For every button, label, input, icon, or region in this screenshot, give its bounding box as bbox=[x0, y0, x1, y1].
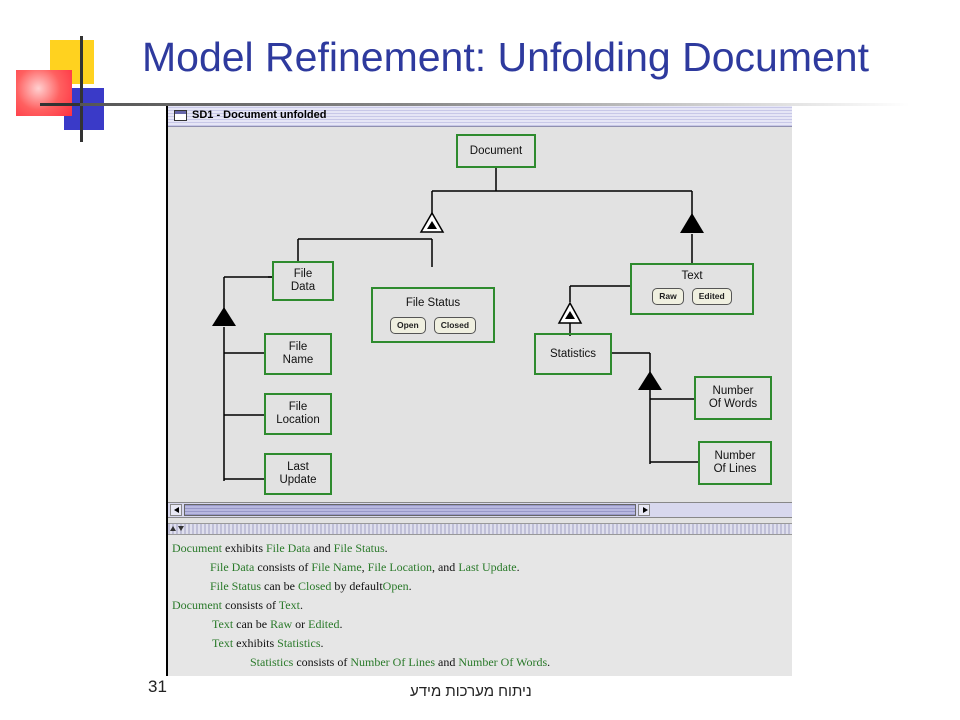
opl-term[interactable]: File Data bbox=[266, 541, 311, 555]
object-number-of-lines[interactable]: Number Of Lines bbox=[698, 441, 772, 485]
pane-splitter[interactable] bbox=[168, 523, 792, 535]
object-last-update[interactable]: Last Update bbox=[264, 453, 332, 495]
diagram-canvas[interactable]: Document File Data File Status Open Clos… bbox=[168, 127, 792, 502]
opl-term[interactable]: Closed bbox=[298, 579, 332, 593]
opl-word: . bbox=[339, 617, 343, 631]
window-titlebar[interactable]: SD1 - Document unfolded bbox=[168, 106, 792, 127]
opl-term[interactable]: File Name bbox=[311, 560, 362, 574]
opl-term[interactable]: Document bbox=[172, 541, 222, 555]
opl-word: and bbox=[435, 655, 459, 669]
opl-term[interactable]: Document bbox=[172, 598, 222, 612]
opl-word: consists of bbox=[222, 598, 279, 612]
opl-line: Text exhibits Statistics. bbox=[212, 634, 324, 652]
opl-word: , bbox=[361, 560, 368, 574]
opl-word: . bbox=[320, 636, 324, 650]
opl-line: Document consists of Text. bbox=[172, 596, 303, 614]
footer-text: ניתוח מערכות מידע bbox=[410, 683, 532, 700]
opl-text-pane: Document exhibits File Data and File Sta… bbox=[168, 535, 792, 676]
scroll-left-arrow-icon[interactable] bbox=[170, 504, 182, 516]
opl-word: by default bbox=[331, 579, 383, 593]
opl-term[interactable]: Statistics bbox=[277, 636, 321, 650]
opl-term[interactable]: Raw bbox=[270, 617, 293, 631]
object-file-name-label: File Name bbox=[282, 341, 314, 366]
object-text-label: Text bbox=[681, 270, 703, 282]
state-open[interactable]: Open bbox=[389, 317, 426, 334]
opl-line: File Data consists of File Name, File Lo… bbox=[210, 558, 520, 576]
opl-word: can be bbox=[261, 579, 298, 593]
state-closed[interactable]: Closed bbox=[433, 317, 477, 334]
page-number: 31 bbox=[148, 677, 167, 696]
exhibition-symbol-text bbox=[557, 301, 583, 324]
opl-line: Text can be Raw or Edited. bbox=[212, 615, 342, 633]
object-number-of-words[interactable]: Number Of Words bbox=[694, 376, 772, 420]
opl-term[interactable]: Text bbox=[212, 636, 234, 650]
diagram-links bbox=[212, 167, 704, 481]
aggregation-symbol-file-data bbox=[212, 307, 236, 326]
opl-term[interactable]: File Status bbox=[333, 541, 385, 555]
object-number-of-words-label: Number Of Words bbox=[708, 385, 758, 410]
object-text[interactable]: Text Raw Edited bbox=[630, 263, 754, 315]
corner-decoration-line-h bbox=[40, 103, 100, 106]
object-statistics[interactable]: Statistics bbox=[534, 333, 612, 375]
opl-word: consists of bbox=[254, 560, 312, 574]
aggregation-symbol-document bbox=[680, 213, 704, 233]
opl-term[interactable]: Number Of Words bbox=[458, 655, 548, 669]
object-document[interactable]: Document bbox=[456, 134, 536, 168]
opl-term[interactable]: Last Update bbox=[458, 560, 517, 574]
opl-word: can be bbox=[233, 617, 271, 631]
object-document-label: Document bbox=[469, 144, 523, 157]
object-file-location-label: File Location bbox=[276, 401, 320, 426]
opl-word: consists of bbox=[293, 655, 351, 669]
opl-word: or bbox=[292, 617, 309, 631]
object-number-of-lines-label: Number Of Lines bbox=[713, 450, 757, 475]
state-edited[interactable]: Edited bbox=[691, 288, 732, 305]
scroll-right-arrow-icon[interactable] bbox=[638, 504, 650, 516]
corner-decoration-line-v bbox=[80, 36, 83, 142]
title-rule bbox=[80, 103, 910, 106]
opl-term[interactable]: File Location bbox=[367, 560, 432, 574]
window-title: SD1 - Document unfolded bbox=[192, 109, 327, 121]
opl-word: , and bbox=[431, 560, 459, 574]
object-file-name[interactable]: File Name bbox=[264, 333, 332, 375]
state-raw[interactable]: Raw bbox=[652, 288, 684, 305]
opl-term[interactable]: File Data bbox=[210, 560, 255, 574]
opl-term[interactable]: Open bbox=[382, 579, 409, 593]
object-statistics-label: Statistics bbox=[549, 347, 596, 360]
exhibition-symbol-document bbox=[419, 211, 445, 233]
opl-term[interactable]: Number Of Lines bbox=[350, 655, 435, 669]
opl-term[interactable]: Text bbox=[212, 617, 234, 631]
splitter-down-arrow-icon[interactable] bbox=[178, 526, 184, 531]
opl-word: . bbox=[408, 579, 412, 593]
scrollbar-thumb[interactable] bbox=[184, 504, 636, 516]
opl-word: exhibits bbox=[233, 636, 278, 650]
opl-word: and bbox=[310, 541, 334, 555]
slide-title: Model Refinement: Unfolding Document bbox=[142, 34, 869, 80]
object-file-location[interactable]: File Location bbox=[264, 393, 332, 435]
object-file-data-label: File Data bbox=[290, 268, 316, 293]
window-menu-icon[interactable] bbox=[174, 110, 187, 121]
object-last-update-label: Last Update bbox=[279, 461, 317, 486]
object-file-status[interactable]: File Status Open Closed bbox=[371, 287, 495, 343]
object-file-status-label: File Status bbox=[405, 297, 461, 309]
opl-word: . bbox=[299, 598, 303, 612]
splitter-up-arrow-icon[interactable] bbox=[170, 526, 176, 531]
object-file-data[interactable]: File Data bbox=[272, 261, 334, 301]
opl-term[interactable]: Statistics bbox=[250, 655, 294, 669]
opl-term[interactable]: Text bbox=[278, 598, 300, 612]
opl-word: exhibits bbox=[222, 541, 266, 555]
diagram-window: SD1 - Document unfolded bbox=[166, 106, 792, 676]
opl-word: . bbox=[516, 560, 520, 574]
corner-decoration-red bbox=[16, 70, 72, 116]
opl-term[interactable]: File Status bbox=[210, 579, 262, 593]
opl-line: File Status can be Closed by defaultOpen… bbox=[210, 577, 412, 595]
aggregation-symbol-statistics bbox=[638, 371, 662, 390]
horizontal-scrollbar[interactable] bbox=[168, 502, 792, 518]
opl-word: . bbox=[547, 655, 551, 669]
opl-line: Statistics consists of Number Of Lines a… bbox=[250, 653, 550, 671]
opl-term[interactable]: Edited bbox=[308, 617, 340, 631]
opl-line: Document exhibits File Data and File Sta… bbox=[172, 539, 388, 557]
opl-word: . bbox=[384, 541, 388, 555]
